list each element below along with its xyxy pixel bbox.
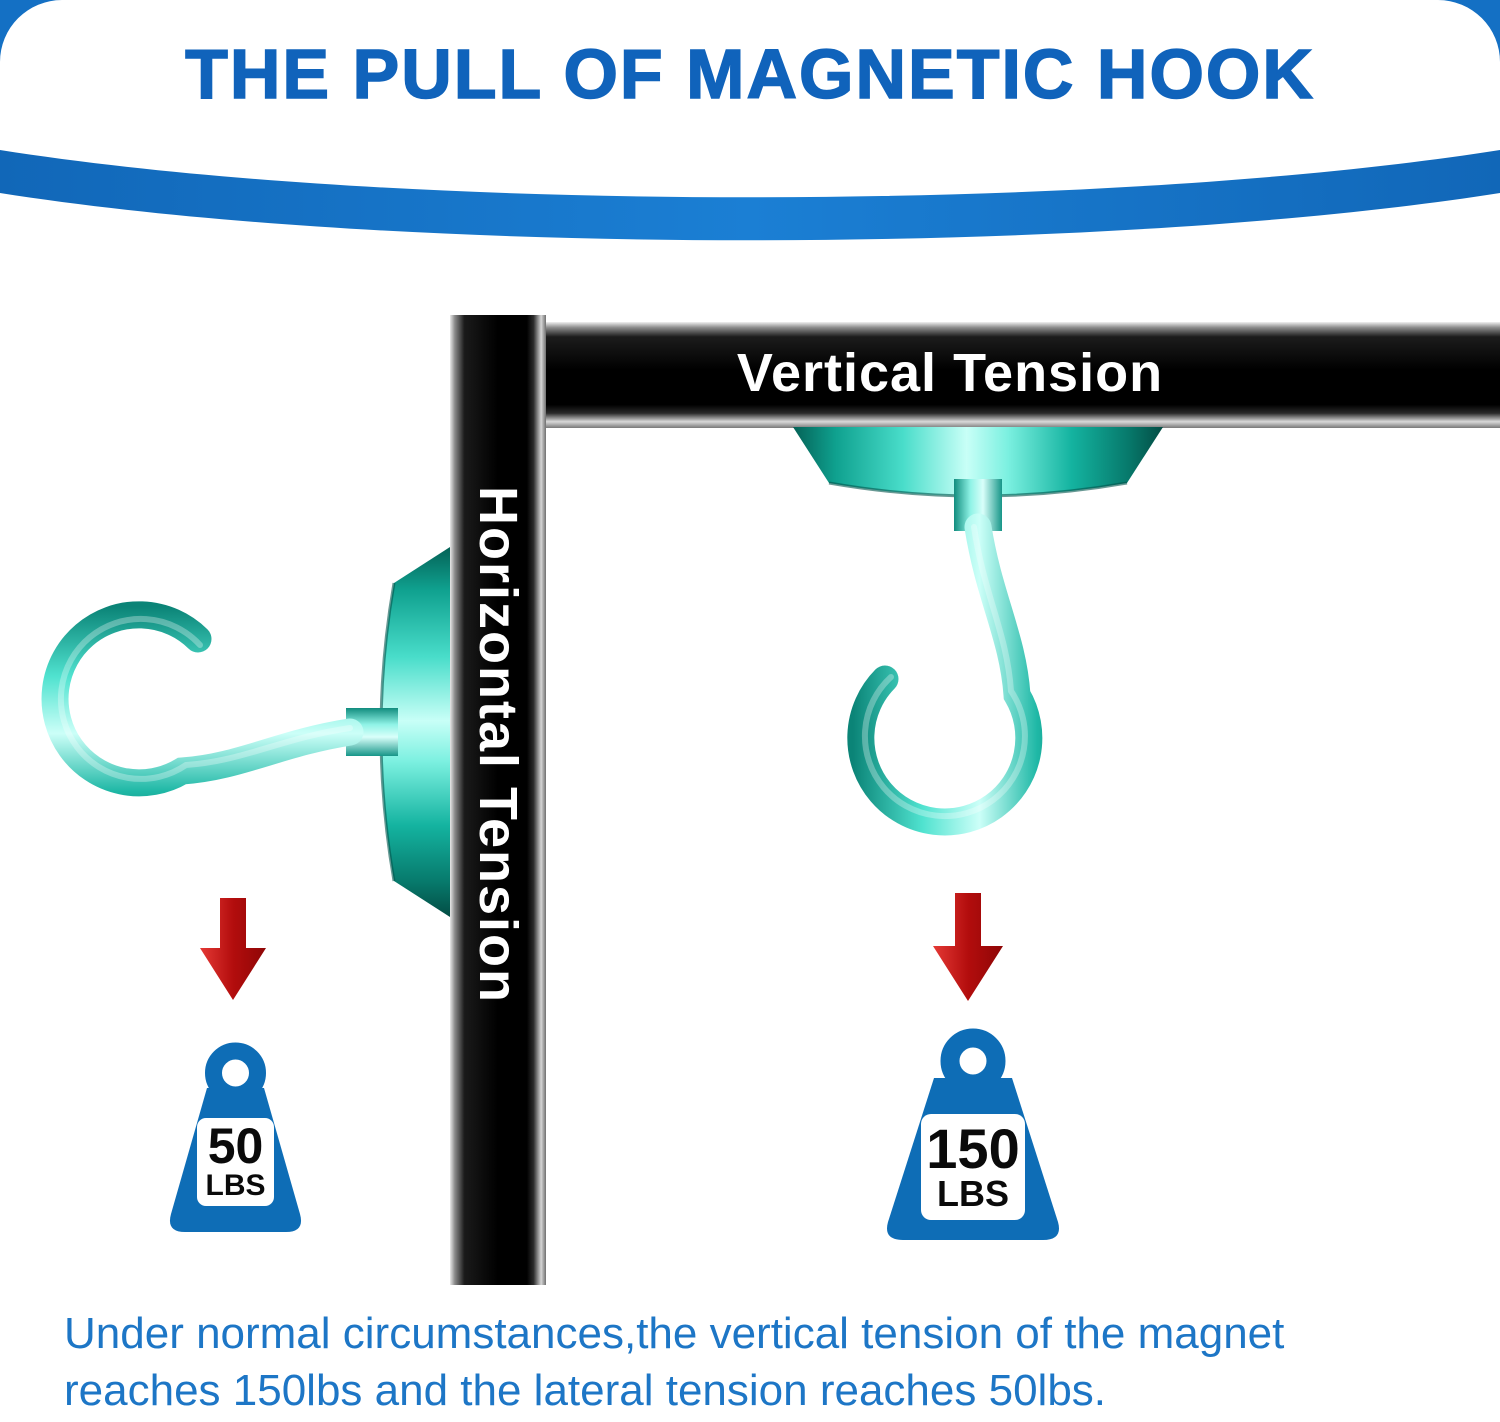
magnetic-hook-vertical-icon xyxy=(783,427,1173,877)
weight-unit: LBS xyxy=(937,1172,1009,1214)
page-title: THE PULL OF MAGNETIC HOOK xyxy=(184,34,1315,114)
vertical-tension-bar: Vertical Tension xyxy=(450,322,1500,428)
weight-value-label: 50 LBS xyxy=(200,1120,271,1204)
weight-value: 50 xyxy=(207,1118,264,1175)
weight-50lbs: 50 LBS xyxy=(163,1042,308,1237)
caption-line-2: reaches 150lbs and the lateral tension r… xyxy=(64,1366,1107,1416)
weight-150lbs: 150 LBS xyxy=(878,1028,1068,1246)
corner-accent-right xyxy=(1438,0,1500,62)
hook-graphic xyxy=(41,547,450,917)
hook-graphic xyxy=(793,427,1163,836)
down-arrow-icon xyxy=(200,898,266,1005)
caption-line-1: Under normal circumstances,the vertical … xyxy=(64,1309,1285,1358)
weight-icon xyxy=(887,1028,1059,1240)
caption-text: Under normal circumstances,the vertical … xyxy=(64,1305,1464,1419)
horizontal-tension-label-wrap: Horizontal Tension xyxy=(450,430,546,1060)
horizontal-tension-bar xyxy=(450,315,546,1285)
vertical-tension-label: Vertical Tension xyxy=(736,343,1164,403)
down-arrow-icon xyxy=(933,893,1003,1006)
magnetic-hook-horizontal-icon xyxy=(0,537,450,927)
swoosh-band xyxy=(0,150,1500,241)
weight-value: 150 xyxy=(926,1117,1020,1181)
horizontal-tension-label: Horizontal Tension xyxy=(468,486,528,1004)
weight-value-label: 150 LBS xyxy=(923,1116,1023,1218)
header-swoosh-graphic xyxy=(0,0,1500,241)
weight-unit: LBS xyxy=(205,1168,266,1202)
corner-accent-left xyxy=(0,0,62,62)
weight-icon xyxy=(169,1042,302,1232)
